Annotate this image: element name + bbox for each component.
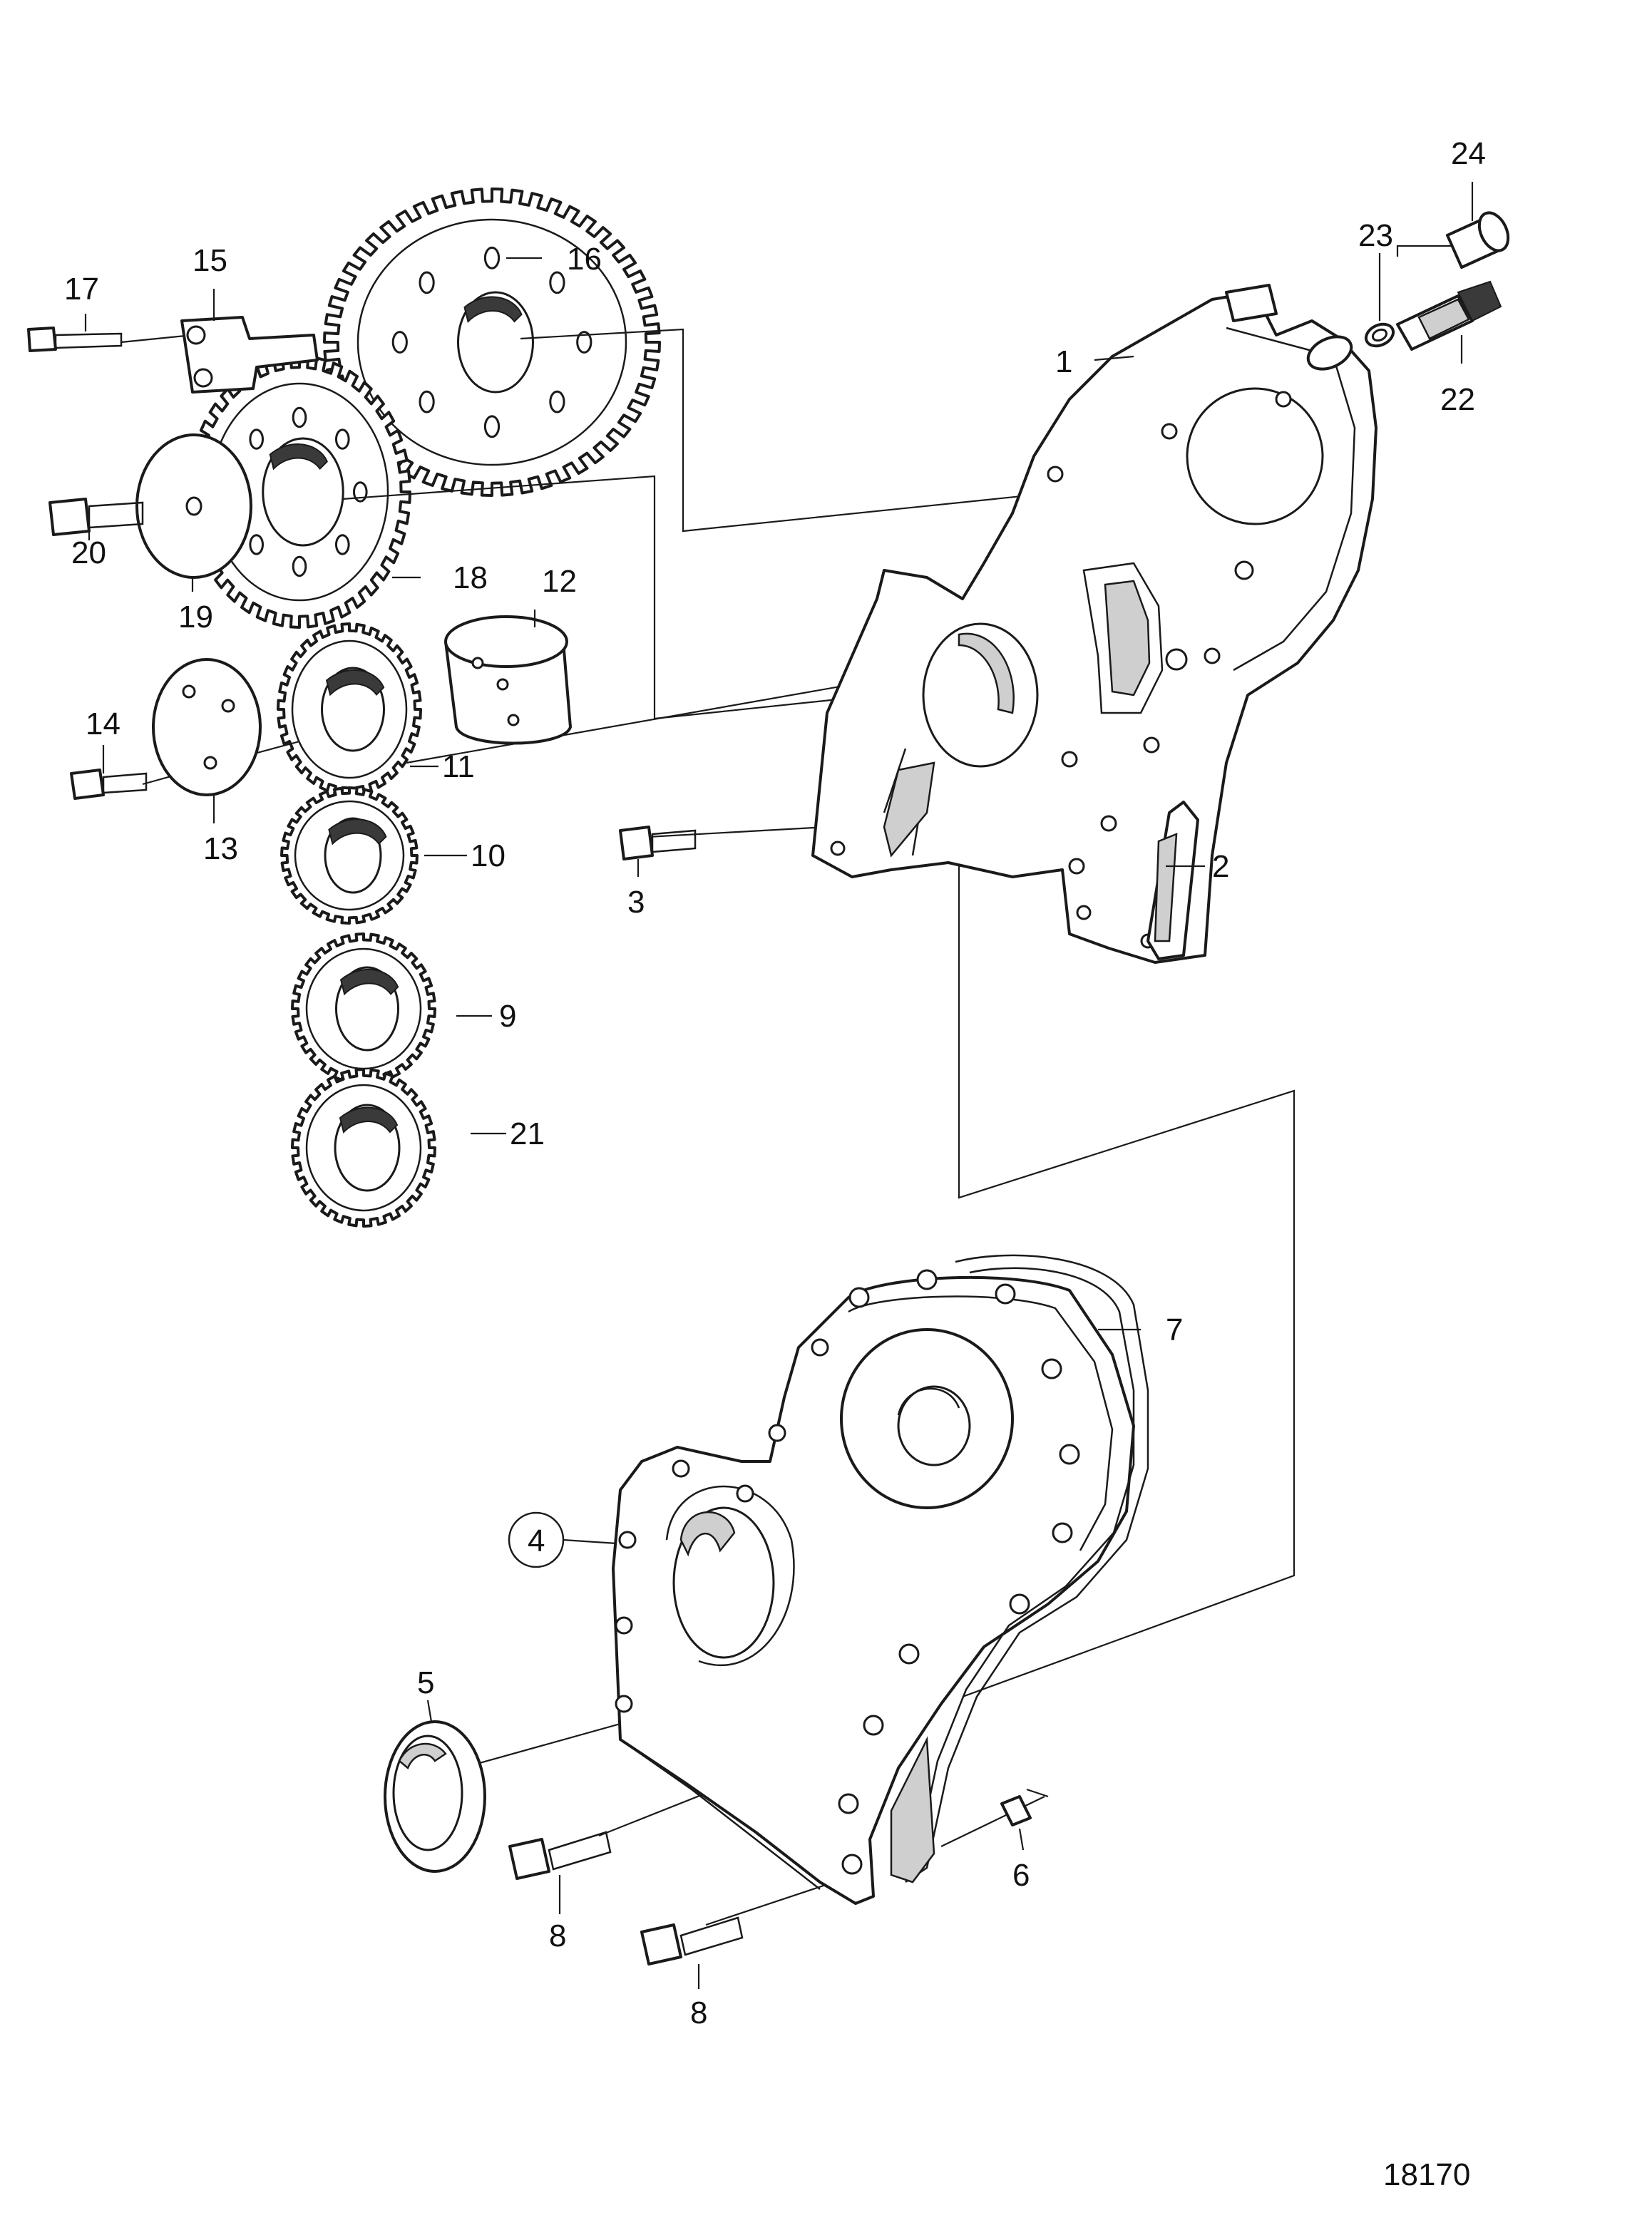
- intermediate-gear-bore-shadow: [269, 443, 328, 471]
- callout-24: 24: [1451, 136, 1486, 171]
- callout-20: 20: [71, 535, 106, 570]
- oil-seal: [384, 1720, 486, 1873]
- callout-21: 21: [510, 1116, 545, 1151]
- figure-number: 18170: [1383, 2157, 1470, 2192]
- callout-14: 14: [86, 706, 120, 741]
- intermediate-gear-lightening-hole: [335, 534, 350, 555]
- intermediate-gear-lightening-hole: [353, 481, 368, 503]
- washer-and-bolt: [48, 433, 252, 579]
- camshaft-gear-rim: [356, 218, 627, 466]
- callout-13: 13: [203, 831, 238, 866]
- callout-1: 1: [1055, 344, 1072, 379]
- callout-11: 11: [442, 749, 475, 784]
- bolt-8-upper: [508, 1831, 612, 1880]
- callout-8b: 8: [690, 1995, 707, 2030]
- gear-11-bore-shadow: [325, 669, 385, 697]
- intermediate-gear-lightening-hole: [335, 428, 350, 450]
- camshaft-gear-lightening-hole: [419, 390, 435, 413]
- callout-labels: 1 2 3 4 5 6 7 8 8 9 10 11 12 13 14 15 16…: [64, 136, 1486, 2192]
- camshaft-gear-lightening-hole: [549, 271, 565, 294]
- camshaft-gear-lightening-hole: [391, 331, 408, 354]
- bolt-8-lower: [640, 1916, 744, 1965]
- callout-18: 18: [453, 560, 488, 595]
- callout-6: 6: [1012, 1858, 1030, 1893]
- thrust-plate-and-bolt: [70, 658, 262, 800]
- camshaft-gear-lightening-hole: [483, 246, 501, 269]
- bolt-3: [619, 826, 697, 860]
- gear-train: [188, 187, 661, 1228]
- camshaft-gear: [323, 187, 661, 497]
- intermediate-gear-lightening-hole: [292, 406, 307, 428]
- cover-gasket: [890, 1254, 1149, 1884]
- sensor-assembly: [1306, 211, 1510, 371]
- gear-10: [280, 786, 419, 925]
- hub: [444, 615, 572, 745]
- intermediate-gear: [188, 355, 411, 629]
- callout-7: 7: [1166, 1312, 1183, 1347]
- timing-cover: [612, 1269, 1135, 1905]
- callout-16: 16: [567, 242, 602, 277]
- intermediate-gear-lightening-hole: [292, 555, 307, 577]
- intermediate-gear-lightening-hole: [249, 534, 265, 555]
- callout-9: 9: [499, 999, 516, 1034]
- gasket-plate: [1146, 801, 1199, 960]
- callout-8a: 8: [549, 1918, 566, 1953]
- camshaft-gear-lightening-hole: [419, 271, 435, 294]
- gear-21: [291, 1068, 436, 1228]
- gear-11-rim: [291, 639, 408, 779]
- callout-19: 19: [178, 600, 213, 634]
- callout-17: 17: [64, 272, 99, 307]
- gear-11: [277, 622, 422, 796]
- dowel-pin: [1000, 1795, 1032, 1826]
- callout-12: 12: [542, 564, 577, 599]
- callout-3: 3: [627, 885, 645, 920]
- gear-9-bore-shadow: [339, 969, 399, 996]
- callout-23: 23: [1358, 218, 1393, 253]
- gear-10-rim: [294, 800, 405, 911]
- callout-22: 22: [1440, 382, 1475, 417]
- camshaft-gear-lightening-hole: [549, 390, 565, 413]
- gear-9: [291, 932, 436, 1085]
- camshaft-gear-lightening-hole: [576, 331, 592, 354]
- intermediate-gear-lightening-hole: [249, 428, 265, 450]
- camshaft-gear-lightening-hole: [483, 415, 501, 438]
- gear-21-rim: [305, 1084, 422, 1212]
- callout-15: 15: [193, 243, 227, 278]
- gear-10-bore-shadow: [328, 818, 387, 846]
- gear-21-bore-shadow: [339, 1106, 399, 1134]
- camshaft-gear-bore-shadow: [463, 296, 523, 323]
- callout-4-circle: [508, 1511, 565, 1568]
- timing-gear-plate: [811, 284, 1377, 964]
- callout-2: 2: [1212, 849, 1229, 884]
- callout-4: 4: [528, 1523, 545, 1558]
- callout-10: 10: [471, 838, 506, 873]
- callout-5: 5: [417, 1665, 434, 1700]
- leader-lines: [84, 182, 1474, 1989]
- bracket-and-bolt: [27, 316, 319, 394]
